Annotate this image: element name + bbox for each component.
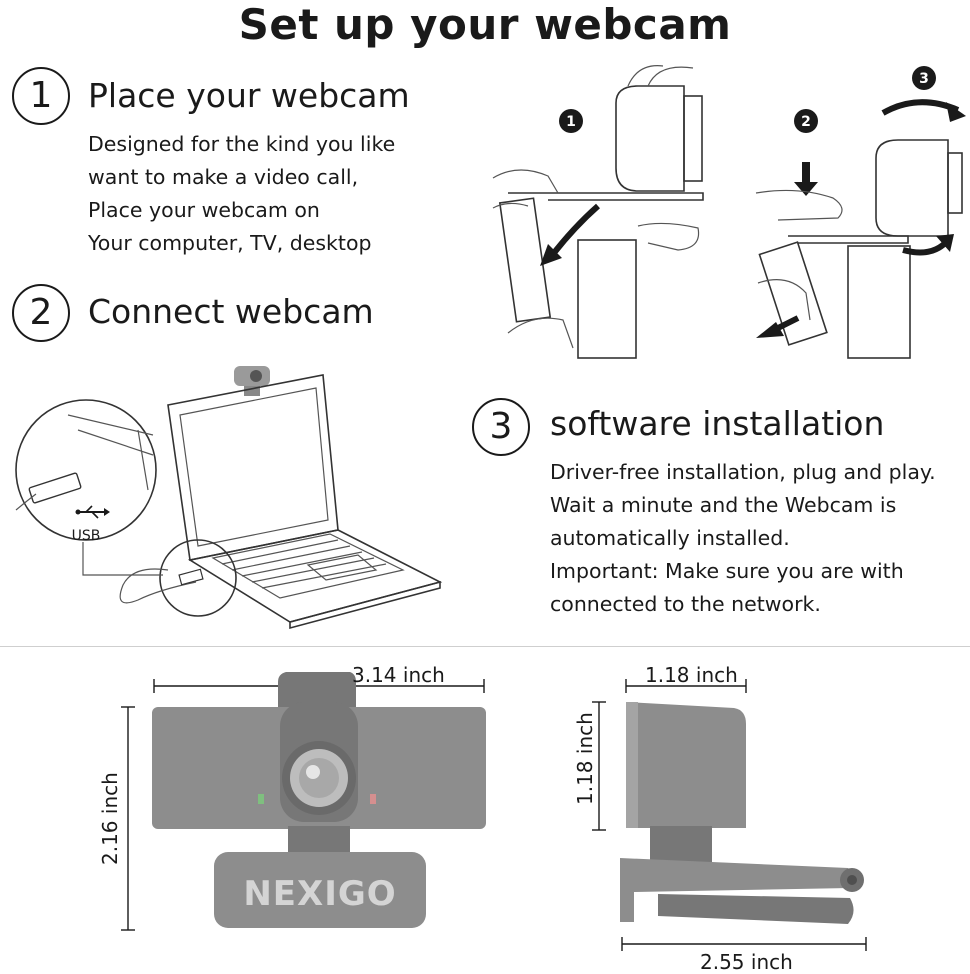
front-view-drawing: NEXIGO xyxy=(121,672,486,931)
step-1-line-2: want to make a video call, xyxy=(88,165,359,189)
usb-plug xyxy=(178,568,204,586)
clip-width-dimension-line xyxy=(621,937,867,951)
step-1-line-1: Designed for the kind you like xyxy=(88,132,396,156)
hand-left xyxy=(492,169,559,209)
press-arrow-head xyxy=(794,182,818,196)
push-arrow-shaft xyxy=(776,315,800,331)
laptop-screen-display xyxy=(179,387,329,547)
mount-badge-2-label: 2 xyxy=(801,114,811,130)
hand-finger-press xyxy=(755,189,843,221)
laptop-keyboard xyxy=(211,533,405,599)
laptop-side-zoom-circle xyxy=(159,539,237,617)
hand-bottom-2 xyxy=(757,279,811,321)
laptop-front-edge xyxy=(289,580,441,630)
webcam-front-view: NEXIGO xyxy=(152,672,486,928)
callout-connector-line xyxy=(82,542,163,576)
rotate-arrow-head xyxy=(540,244,562,266)
mounting-illustration: 1 2 3 xyxy=(492,65,966,359)
clip-flap-2 xyxy=(758,241,828,346)
mount-badge-1 xyxy=(559,109,583,133)
side-height-label: 1.18 inch xyxy=(573,712,597,805)
mount-badge-2 xyxy=(794,109,818,133)
hand-fingers-top xyxy=(627,65,694,87)
webcam-side-view xyxy=(620,702,864,924)
usb-plug-zoomed xyxy=(28,472,82,504)
front-width-label: 3.14 inch xyxy=(352,663,445,687)
side-depth-label: 1.18 inch xyxy=(645,663,738,687)
laptop-touchpad xyxy=(306,554,378,581)
step-2-heading: Connect webcam xyxy=(88,292,374,331)
mount-badge-1-label: 1 xyxy=(566,114,576,130)
rotate-arrow-bottom-head xyxy=(936,234,954,252)
mount-badge-3-label: 3 xyxy=(919,71,929,87)
mount-step-1-drawing: 1 xyxy=(492,65,704,359)
mount-step-2-3-drawing: 2 3 xyxy=(755,66,966,359)
step-3-description: Driver-free installation, plug and play.… xyxy=(550,456,936,621)
webcam-on-laptop xyxy=(234,366,270,396)
step-3-heading: software installation xyxy=(550,404,885,443)
step-2-number-circle: 2 xyxy=(12,284,70,342)
brand-logo: NEXIGO xyxy=(243,874,396,914)
usb-label: USB xyxy=(72,528,101,544)
depth-dimension-line xyxy=(625,679,747,693)
camera-body-outline-2 xyxy=(875,139,949,237)
rotate-arrow-top-head xyxy=(946,102,966,122)
step-1-number-circle: 1 xyxy=(12,67,70,125)
step-3-line-3: automatically installed. xyxy=(550,526,790,550)
usb-port-zoom-circle xyxy=(15,399,157,541)
step-3-number-circle: 3 xyxy=(472,398,530,456)
camera-body-outline xyxy=(615,85,685,192)
clip-arm-2 xyxy=(788,235,909,244)
step-1-line-3: Place your webcam on xyxy=(88,198,320,222)
camera-front-plate-2 xyxy=(947,152,963,214)
usb-cable-zoomed xyxy=(15,493,37,511)
section-divider xyxy=(0,646,970,647)
laptop-usb-illustration: USB xyxy=(15,366,443,630)
clip-width-label: 2.55 inch xyxy=(700,950,793,974)
height-dimension-line xyxy=(121,706,135,931)
laptop-port-detail xyxy=(67,414,154,491)
monitor-edge-2 xyxy=(847,245,911,359)
step-3-line-4: Important: Make sure you are with xyxy=(550,559,904,583)
step-1-description: Designed for the kind you like want to m… xyxy=(88,128,395,260)
step-1-heading: Place your webcam xyxy=(88,76,410,115)
step-1-line-4: Your computer, TV, desktop xyxy=(88,231,372,255)
page-title: Set up your webcam xyxy=(238,0,732,49)
press-arrow-shaft xyxy=(802,162,810,184)
usb-symbol-icon xyxy=(75,505,110,519)
usb-cable xyxy=(119,568,197,604)
clip-arm xyxy=(508,192,704,201)
hand-right xyxy=(637,222,700,251)
laptop-base xyxy=(187,529,443,623)
rotate-arrow-shaft xyxy=(547,203,600,260)
laptop-key-rows xyxy=(221,539,387,589)
step-3-line-2: Wait a minute and the Webcam is xyxy=(550,493,897,517)
step-3-line-5: connected to the network. xyxy=(550,592,821,616)
monitor-edge xyxy=(577,239,637,359)
hand-bottom xyxy=(507,317,574,349)
camera-front-plate xyxy=(683,95,703,182)
laptop-screen-frame xyxy=(167,374,339,561)
front-height-label: 2.16 inch xyxy=(98,772,122,865)
mount-badge-3 xyxy=(912,66,936,90)
side-view-drawing xyxy=(592,679,867,951)
step-3-line-1: Driver-free installation, plug and play. xyxy=(550,460,936,484)
side-height-dimension-line xyxy=(592,701,606,831)
